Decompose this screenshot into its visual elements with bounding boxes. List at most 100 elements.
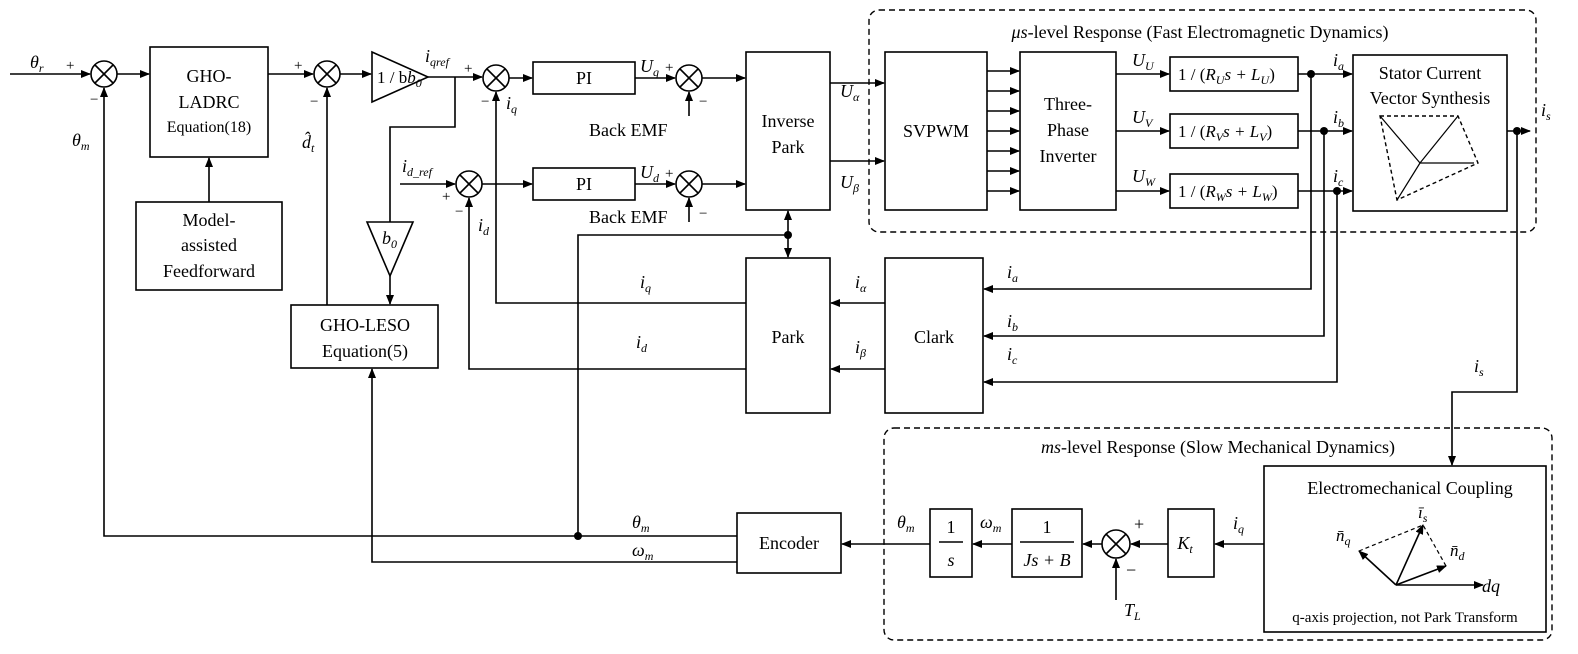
gho-leso-line2: Equation(5) [322,341,408,362]
kt-block [1167,508,1215,578]
svg-text:−: − [481,94,489,110]
sum-junction-uq [675,64,703,92]
iqref-label: iqref [425,46,451,69]
u-beta-label: Uβ [840,172,859,195]
ud-label: Ud [640,162,660,185]
sum-junction-disturbance [313,60,341,88]
uu-label: UU [1132,50,1155,73]
stator-synthesis-block [1352,54,1508,212]
theta-m-encoder-label: θm [632,512,650,535]
svg-text:−: − [310,94,318,110]
integrator-num: 1 [947,517,956,537]
uw-label: UW [1132,166,1156,189]
tl-label: TL [1124,600,1141,623]
dq-projection-sketch-icon [1358,524,1484,589]
integrator-den: s [947,550,954,570]
gho-ladrc-block [149,46,269,158]
i-beta-label: iβ [855,337,866,360]
is-feed-label: is [1474,356,1484,379]
inverter-line1: Three- [1044,94,1092,114]
pi-d-label: PI [576,174,592,194]
phase-v-tf-block [1169,113,1299,149]
d-hat-label: d̂t [302,131,315,155]
coupling-caption: q-axis projection, not Park Transform [1292,610,1518,626]
id-junction-label: id [478,215,490,238]
park-label: Park [772,327,805,347]
svg-text:+: + [1134,514,1144,534]
junction-signs: + − + − + − + − + − + − + − [66,58,1144,580]
theta-m-integrator-label: θm [897,512,915,535]
inverter-block [1019,51,1117,211]
mechanical-tf-num: 1 [1043,517,1052,537]
coupling-title: Electromechanical Coupling [1307,478,1512,498]
slow-region-title: ms-level Response (Slow Mechanical Dynam… [1041,437,1395,458]
inverter-line3: Inverter [1040,146,1097,166]
phase-v-tf-label: 1 / (RVs + LV) [1178,122,1272,144]
inverse-b0-label: 1 / bb0 [377,68,422,90]
gho-leso-block [290,304,439,369]
b0-label: b0 [382,228,397,251]
iq-junction-label: iq [506,93,517,116]
svg-text:+: + [665,166,673,182]
feedforward-line2: assisted [181,235,237,255]
inverse-park-block [745,51,831,211]
uv-label: UV [1132,107,1154,130]
iq-coupling-label: iq [1233,513,1244,536]
slow-dynamics-region [883,427,1553,641]
stator-vector-sketch-icon [1379,115,1479,202]
uq-label: Uq [640,56,659,79]
dq-axis-label: dq [1482,576,1500,596]
sum-junction-iq [482,64,510,92]
theta-r-label: θr [30,52,44,75]
svg-text:−: − [699,94,707,110]
gho-leso-line1: GHO-LESO [320,315,410,335]
theta-m-feedback-label: θm [72,130,90,153]
mechanical-tf-block [1011,508,1083,578]
pi-q-label: PI [576,68,592,88]
ia-label: ia [1333,50,1344,73]
integrator-block [929,508,973,578]
stator-synthesis-line1: Stator Current [1379,63,1481,83]
sum-junction-theta [90,60,118,88]
gho-ladrc-line1: GHO- [187,66,232,86]
inverse-b0-gain [371,50,430,104]
encoder-label: Encoder [759,533,819,553]
electromechanical-coupling-block [1263,465,1547,633]
feedforward-line3: Feedforward [163,261,255,281]
pi-d-block [532,167,636,201]
is-output-label: is [1541,100,1551,123]
omega-m-mech-label: ωm [980,512,1002,535]
svg-text:−: − [455,204,463,220]
sum-junction-ud [675,170,703,198]
svg-text:+: + [294,58,302,74]
omega-m-encoder-label: ωm [632,540,654,563]
gho-ladrc-line2: LADRC [178,92,239,112]
phase-u-tf-label: 1 / (RUs + LU) [1178,65,1275,87]
clark-label: Clark [914,327,954,347]
svg-text:+: + [665,60,673,76]
feedforward-line1: Model- [183,210,236,230]
ia-feedback-label: ia [1007,262,1018,285]
encoder-block [736,512,842,574]
sum-junction-torque [1101,529,1131,559]
svg-text:+: + [442,189,450,205]
fast-dynamics-region [868,9,1537,233]
svg-text:−: − [699,206,707,222]
ib-feedback-label: ib [1007,311,1018,334]
back-emf-q-label: Back EMF [589,120,668,140]
svpwm-label: SVPWM [903,121,969,141]
ic-label: ic [1333,166,1344,189]
fast-region-title: μs-level Response (Fast Electromagnetic … [1011,22,1389,43]
svg-text:+: + [464,61,472,77]
phase-w-tf-label: 1 / (RWs + LW) [1178,182,1278,204]
ib-label: ib [1333,107,1344,130]
kt-label: Kt [1176,533,1193,556]
svg-text:−: − [90,92,98,108]
inverter-line2: Phase [1047,120,1089,140]
idref-label: id_ref [402,156,434,179]
back-emf-d-label: Back EMF [589,207,668,227]
sum-junction-id [455,170,483,198]
gho-ladrc-line3: Equation(18) [167,119,251,136]
feedforward-block [135,201,283,291]
